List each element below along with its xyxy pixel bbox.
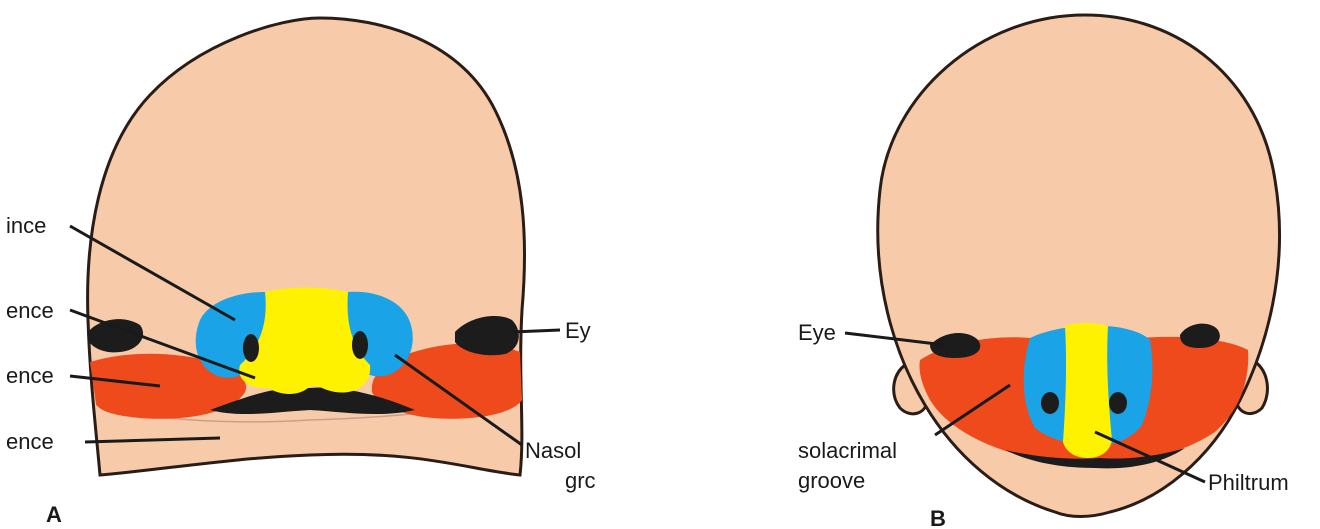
panel-a-leader-eye [512,330,560,332]
panel-a-label-frontonasal: ince [6,213,46,238]
panel-a-label-nasolacrimal-1: Nasol [525,438,581,463]
panel-b-label-nasolacrimal-2: groove [798,468,865,493]
panel-b-label-eye: Eye [798,320,836,345]
panel-a-label-maxillary: ence [6,363,54,388]
panel-b-nostril-right [1109,392,1127,414]
panel-b-nostril-left [1041,392,1059,414]
panel-a-letter: A [46,502,62,527]
panel-a: ince ence ence ence Ey Nasol grc A [6,18,596,527]
panel-a-label-mandibular: ence [6,429,54,454]
panel-a-label-eye: Ey [565,318,591,343]
panel-b-label-philtrum: Philtrum [1208,470,1289,495]
panel-a-nasal-pit-right [352,331,368,359]
panel-a-nasal-pit-left [243,334,259,362]
panel-b-label-nasolacrimal-1: solacrimal [798,438,897,463]
panel-a-label-medial-nasal: ence [6,298,54,323]
panel-b-letter: B [930,506,946,529]
panel-b: Eye solacrimal groove Philtrum B [798,15,1289,529]
panel-a-label-nasolacrimal-2: grc [565,468,596,493]
